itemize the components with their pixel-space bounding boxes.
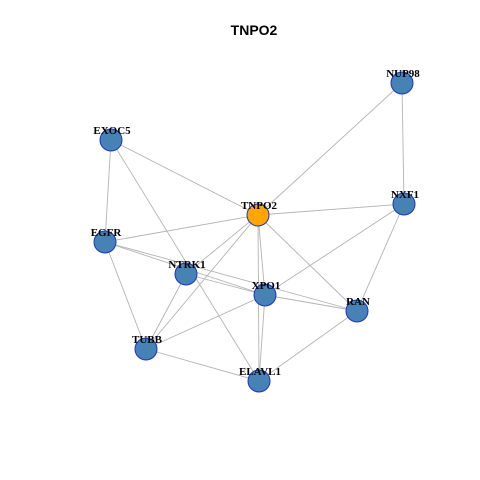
node-ntrk1: NTRK1 [168, 259, 206, 286]
node-tnpo2: TNPO2 [241, 200, 278, 227]
node-egfr: EGFR [91, 227, 123, 254]
edge-tnpo2-tubb [145, 214, 259, 350]
node-circle [253, 283, 277, 307]
edge-xpo1-tubb [145, 294, 266, 350]
edge-egfr-tubb [104, 241, 147, 350]
node-exoc5: EXOC5 [93, 125, 131, 152]
node-circle [246, 203, 270, 227]
node-tubb: TUBB [132, 334, 163, 361]
edge-tnpo2-nxf1 [257, 203, 405, 216]
edge-ntrk1-xpo1 [185, 273, 266, 296]
edge-tnpo2-egfr [104, 214, 259, 243]
edge-xpo1-ran [264, 294, 358, 312]
edge-nxf1-xpo1 [264, 203, 405, 296]
edge-tnpo2-ntrk1 [185, 214, 259, 275]
node-label: TNPO2 [241, 200, 278, 212]
node-circle [93, 230, 117, 254]
node-label: NTRK1 [168, 259, 205, 271]
edge-nup98-tnpo2 [257, 82, 403, 216]
node-label: NXF1 [391, 189, 419, 201]
edge-tnpo2-xpo1 [257, 214, 266, 296]
node-label: TUBB [132, 334, 163, 346]
edge-nup98-nxf1 [401, 82, 405, 205]
edges-layer [104, 82, 405, 382]
node-nxf1: NXF1 [391, 189, 419, 216]
edge-exoc5-tnpo2 [110, 139, 259, 216]
node-circle [390, 71, 414, 95]
edge-egfr-ran [104, 241, 358, 312]
node-label: EGFR [91, 227, 123, 239]
node-circle [392, 192, 416, 216]
node-nup98: NUP98 [386, 68, 420, 95]
edge-xpo1-elavl1 [258, 294, 266, 382]
edge-exoc5-elavl1 [110, 139, 260, 382]
node-circle [247, 369, 271, 393]
node-circle [174, 262, 198, 286]
node-label: NUP98 [386, 68, 420, 80]
node-label: RAN [346, 296, 370, 308]
edge-ran-elavl1 [258, 310, 358, 382]
edge-exoc5-egfr [104, 139, 112, 243]
edge-nxf1-ran [356, 203, 405, 312]
node-xpo1: XPO1 [252, 280, 281, 307]
edge-tubb-elavl1 [145, 348, 260, 382]
node-circle [345, 299, 369, 323]
node-elavl1: ELAVL1 [239, 366, 281, 393]
node-ran: RAN [345, 296, 370, 323]
edge-ntrk1-tubb [145, 273, 187, 350]
edge-tnpo2-ran [257, 214, 358, 312]
node-label: ELAVL1 [239, 366, 281, 378]
diagram-title: TNPO2 [231, 22, 278, 38]
node-label: XPO1 [252, 280, 281, 292]
node-circle [134, 337, 158, 361]
node-label: EXOC5 [93, 125, 131, 137]
node-circle [99, 128, 123, 152]
